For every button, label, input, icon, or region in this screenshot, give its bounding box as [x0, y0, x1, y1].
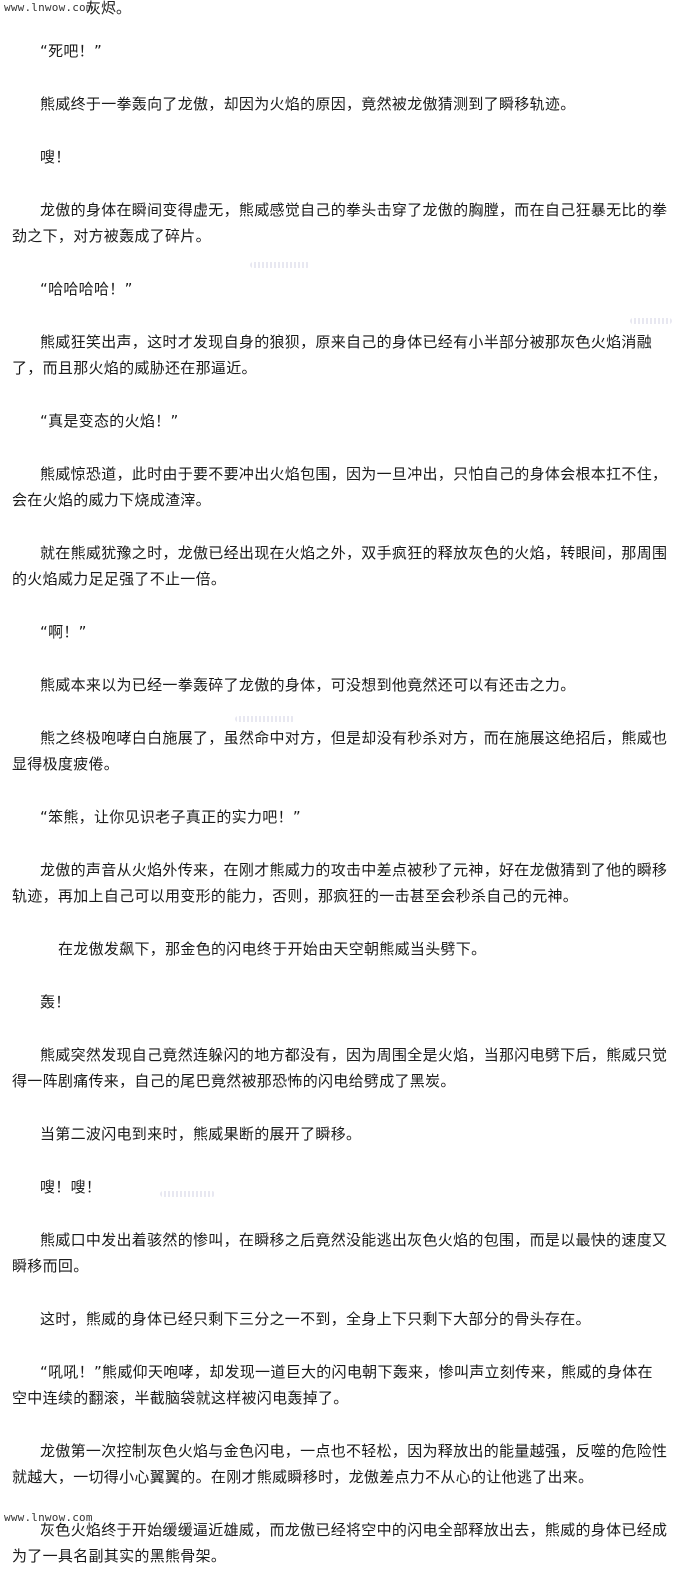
paragraph: “哈哈哈哈！”: [40, 280, 133, 298]
paragraph: 龙傲的身体在瞬间变得虚无，熊威感觉自己的拳头击穿了龙傲的胸膛，而在自己狂暴无比的…: [12, 201, 668, 245]
paragraph: 轰！: [40, 993, 71, 1011]
paragraph: 嗖！: [40, 148, 71, 166]
paragraph: 在龙傲发飙下，那金色的闪电终于开始由天空朝熊威当头劈下。: [58, 940, 487, 958]
paragraph: 熊威突然发现自己竟然连躲闪的地方都没有，因为周围全是火焰，当那闪电劈下后，熊威只…: [12, 1046, 668, 1090]
paragraph: 熊之终极咆哮白白施展了，虽然命中对方，但是却没有秒杀对方，而在施展这绝招后，熊威…: [12, 729, 668, 773]
paragraph: 熊威口中发出着骇然的惨叫，在瞬移之后竟然没能逃出灰色火焰的包围，而是以最快的速度…: [12, 1231, 668, 1275]
paragraph: 熊威惊恐道，此时由于要不要冲出火焰包围，因为一旦冲出，只怕自己的身体会根本扛不住…: [12, 465, 668, 509]
paragraph: 就在熊威犹豫之时，龙傲已经出现在火焰之外，双手疯狂的释放灰色的火焰，转眼间，那周…: [12, 544, 668, 588]
paragraph: 当第二波闪电到来时，熊威果断的展开了瞬移。: [40, 1125, 362, 1143]
scan-noise: [630, 318, 672, 324]
paragraph: “真是变态的火焰！”: [40, 412, 179, 430]
paragraph: 嗖！嗖！: [40, 1178, 102, 1196]
paragraph: “死吧！”: [40, 42, 103, 60]
scan-noise: [235, 716, 295, 722]
scan-noise: [250, 262, 310, 268]
paragraph: “啊！”: [40, 623, 87, 641]
paragraph: 龙傲第一次控制灰色火焰与金色闪电，一点也不轻松，因为释放出的能量越强，反噬的危险…: [12, 1442, 668, 1486]
paragraph: 熊威终于一拳轰向了龙傲，却因为火焰的原因，竟然被龙傲猜测到了瞬移轨迹。: [40, 95, 576, 113]
paragraph: 熊威狂笑出声，这时才发现自身的狼狈，原来自己的身体已经有小半部分被那灰色火焰消融…: [12, 333, 653, 377]
article-body: “死吧！” 熊威终于一拳轰向了龙傲，却因为火焰的原因，竟然被龙傲猜测到了瞬移轨迹…: [12, 38, 668, 1596]
paragraph: 龙傲的声音从火焰外传来，在刚才熊威力的攻击中差点被秒了元神，好在龙傲猜到了他的瞬…: [12, 861, 668, 905]
paragraph: 这时，熊威的身体已经只剩下三分之一不到，全身上下只剩下大部分的骨头存在。: [40, 1310, 591, 1328]
paragraph: “吼吼！”熊威仰天咆哮，却发现一道巨大的闪电朝下轰来，惨叫声立刻传来，熊威的身体…: [12, 1363, 653, 1407]
top-fragment-text: 灰烬。: [86, 0, 132, 17]
document-page: www.lnwow.com 灰烬。 “死吧！” 熊威终于一拳轰向了龙傲，却因为火…: [4, 0, 672, 1565]
watermark-top: www.lnwow.com: [4, 1, 93, 14]
paragraph: 灰色火焰终于开始缓缓逼近雄威，而龙傲已经将空中的闪电全部释放出去，熊威的身体已经…: [12, 1521, 668, 1565]
watermark-bottom: www.lnwow.com: [4, 1511, 93, 1524]
paragraph: “笨熊，让你见识老子真正的实力吧！”: [40, 808, 301, 826]
scan-noise: [160, 1191, 215, 1197]
paragraph: 熊威本来以为已经一拳轰碎了龙傲的身体，可没想到他竟然还可以有还击之力。: [40, 676, 576, 694]
